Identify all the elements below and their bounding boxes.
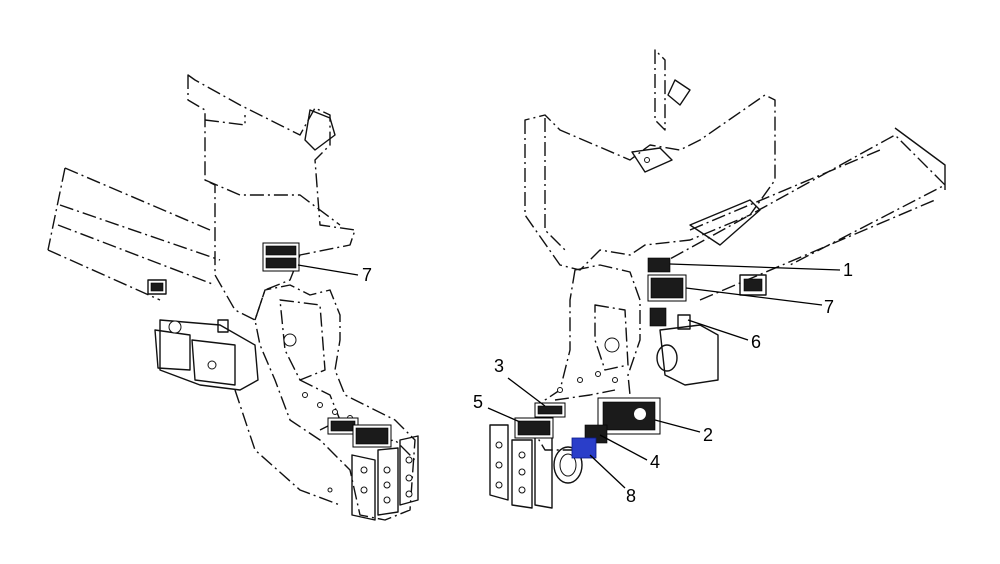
decal-1: [647, 257, 671, 273]
decal-7-right: [647, 274, 687, 302]
callout-4: 4: [650, 452, 660, 472]
decal-2: [597, 397, 661, 435]
decal-8: [571, 437, 597, 459]
decal-3: [534, 402, 566, 418]
decal-6: [649, 307, 667, 327]
right-frame-assembly: [487, 49, 946, 509]
callout-7-right: 7: [824, 297, 834, 317]
callout-5: 5: [473, 392, 483, 412]
callout-3: 3: [494, 356, 504, 376]
callout-2: 2: [703, 425, 713, 445]
decal-lower-left: [327, 417, 392, 448]
callout-7-left: 7: [362, 265, 372, 285]
left-frame-assembly: [47, 74, 419, 521]
callout-8: 8: [626, 486, 636, 506]
callout-6: 6: [751, 332, 761, 352]
decal-5: [514, 417, 554, 439]
decal-7-left: [262, 242, 300, 272]
callout-1: 1: [843, 260, 853, 280]
